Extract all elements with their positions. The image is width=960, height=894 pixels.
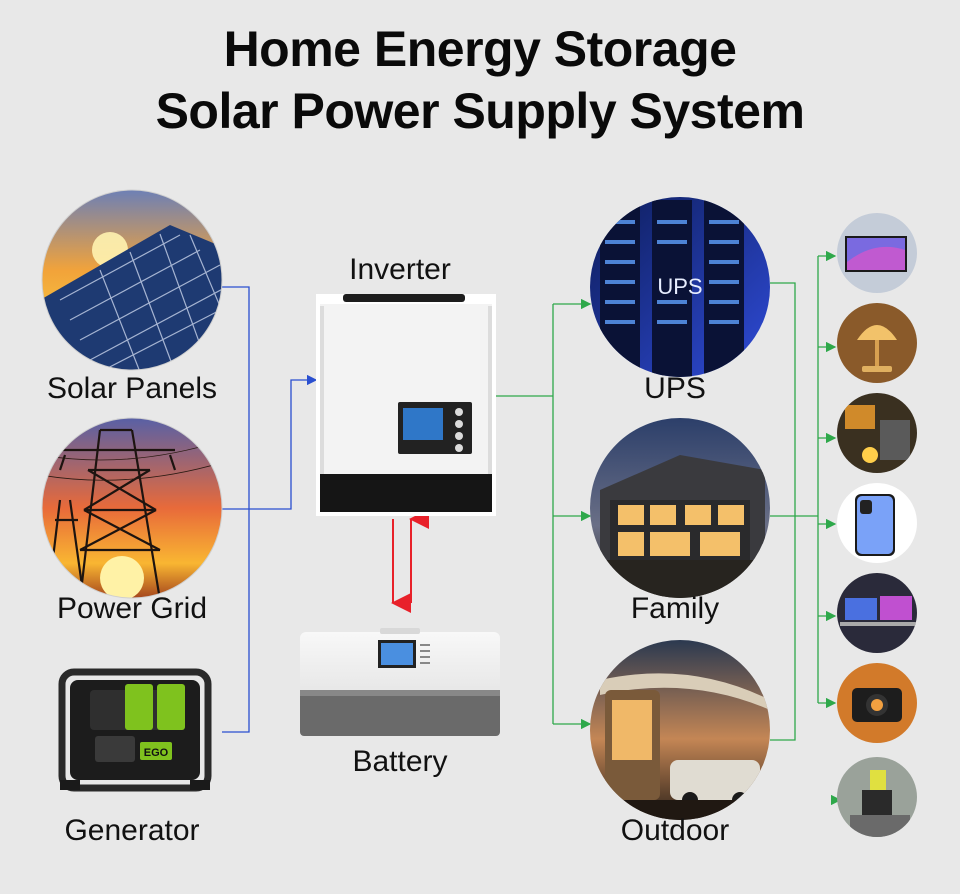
generator-line xyxy=(222,509,250,733)
ups-label: UPS xyxy=(644,372,706,405)
page-title: Home Energy Storage Solar Power Supply S… xyxy=(0,18,960,142)
battery-label: Battery xyxy=(352,745,448,778)
output-connections xyxy=(494,250,842,806)
solar-panels-label: Solar Panels xyxy=(46,372,218,405)
device-camera xyxy=(837,663,917,743)
generator-image: EGO xyxy=(58,668,212,792)
inverter-label: Inverter xyxy=(349,253,451,286)
grid-line xyxy=(222,374,318,510)
generator-brand: EGO xyxy=(144,747,169,759)
device-lamp xyxy=(837,303,917,383)
ups-overlay-text: UPS xyxy=(657,274,702,299)
title-line-1: Home Energy Storage xyxy=(223,21,737,77)
battery-image xyxy=(300,628,500,736)
outdoor-label: Outdoor xyxy=(620,814,730,847)
outdoor-camper-image xyxy=(590,640,770,820)
device-power-tool xyxy=(837,757,917,837)
generator-label: Generator xyxy=(64,814,200,847)
device-phone xyxy=(837,483,917,563)
device-industrial xyxy=(837,393,917,473)
device-tv xyxy=(837,213,917,293)
power-grid-label: Power Grid xyxy=(56,592,208,625)
input-connections xyxy=(222,286,318,733)
title-line-2: Solar Power Supply System xyxy=(155,83,805,139)
ups-image: UPS xyxy=(590,197,770,377)
power-grid-image xyxy=(42,418,222,598)
family-label: Family xyxy=(630,592,720,625)
inverter-image xyxy=(316,294,496,516)
solar-line xyxy=(222,286,250,509)
family-house-image xyxy=(590,418,770,598)
solar-panels-image xyxy=(42,190,222,370)
device-laptop xyxy=(837,573,917,653)
battery-arrows xyxy=(391,509,429,613)
